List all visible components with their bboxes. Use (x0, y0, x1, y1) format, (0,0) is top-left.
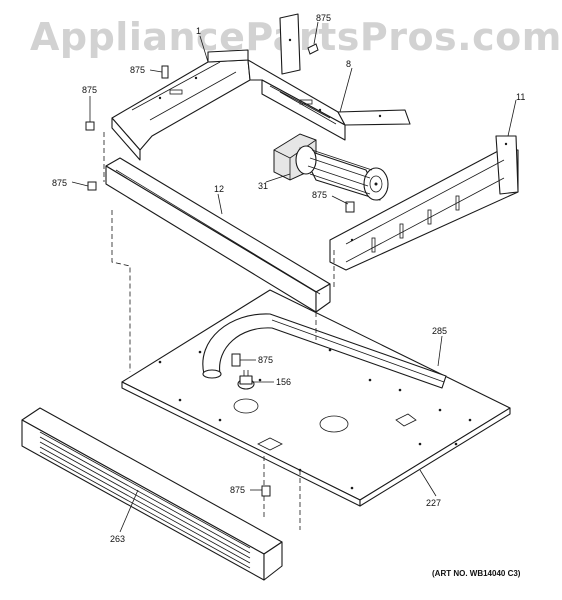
callout-285: 285 (432, 326, 447, 336)
part-156-thermostat[interactable] (237, 370, 255, 390)
callout-875-bottom: 875 (230, 485, 245, 495)
screw-icon (261, 485, 271, 497)
callout-875-far-left: 875 (52, 178, 67, 188)
part-11-right-bracket[interactable] (329, 135, 519, 271)
screw-icon (307, 43, 319, 55)
part-12-front-bar[interactable] (105, 157, 331, 313)
callout-8: 8 (346, 59, 351, 69)
callout-31: 31 (258, 181, 268, 191)
callout-227: 227 (426, 498, 441, 508)
callout-875-upper-left: 875 (130, 65, 145, 75)
screw-icon (87, 181, 97, 191)
screws-875 (85, 43, 355, 497)
callout-875-panel: 875 (258, 355, 273, 365)
screw-icon (161, 65, 169, 79)
part-1-top-bracket[interactable] (111, 13, 411, 161)
callout-875-top: 875 (316, 13, 331, 23)
callout-875-left: 875 (82, 85, 97, 95)
callout-12: 12 (214, 184, 224, 194)
leader-lines (71, 21, 517, 533)
part-285-duct-tube[interactable] (202, 313, 447, 389)
part-263-vent-panel[interactable] (21, 407, 283, 581)
callout-263: 263 (110, 534, 125, 544)
part-31-fan-motor[interactable] (273, 133, 389, 201)
screw-icon (85, 121, 95, 131)
callout-1: 1 (196, 26, 201, 36)
callouts: 1 875 8 875 875 875 11 12 31 875 285 875… (52, 13, 525, 544)
screw-icon (231, 353, 241, 367)
screw-icon (345, 201, 355, 213)
callout-11: 11 (516, 92, 525, 102)
callout-156: 156 (276, 377, 291, 387)
callout-875-motor: 875 (312, 190, 327, 200)
art-number: (ART NO. WB14040 C3) (432, 569, 521, 578)
